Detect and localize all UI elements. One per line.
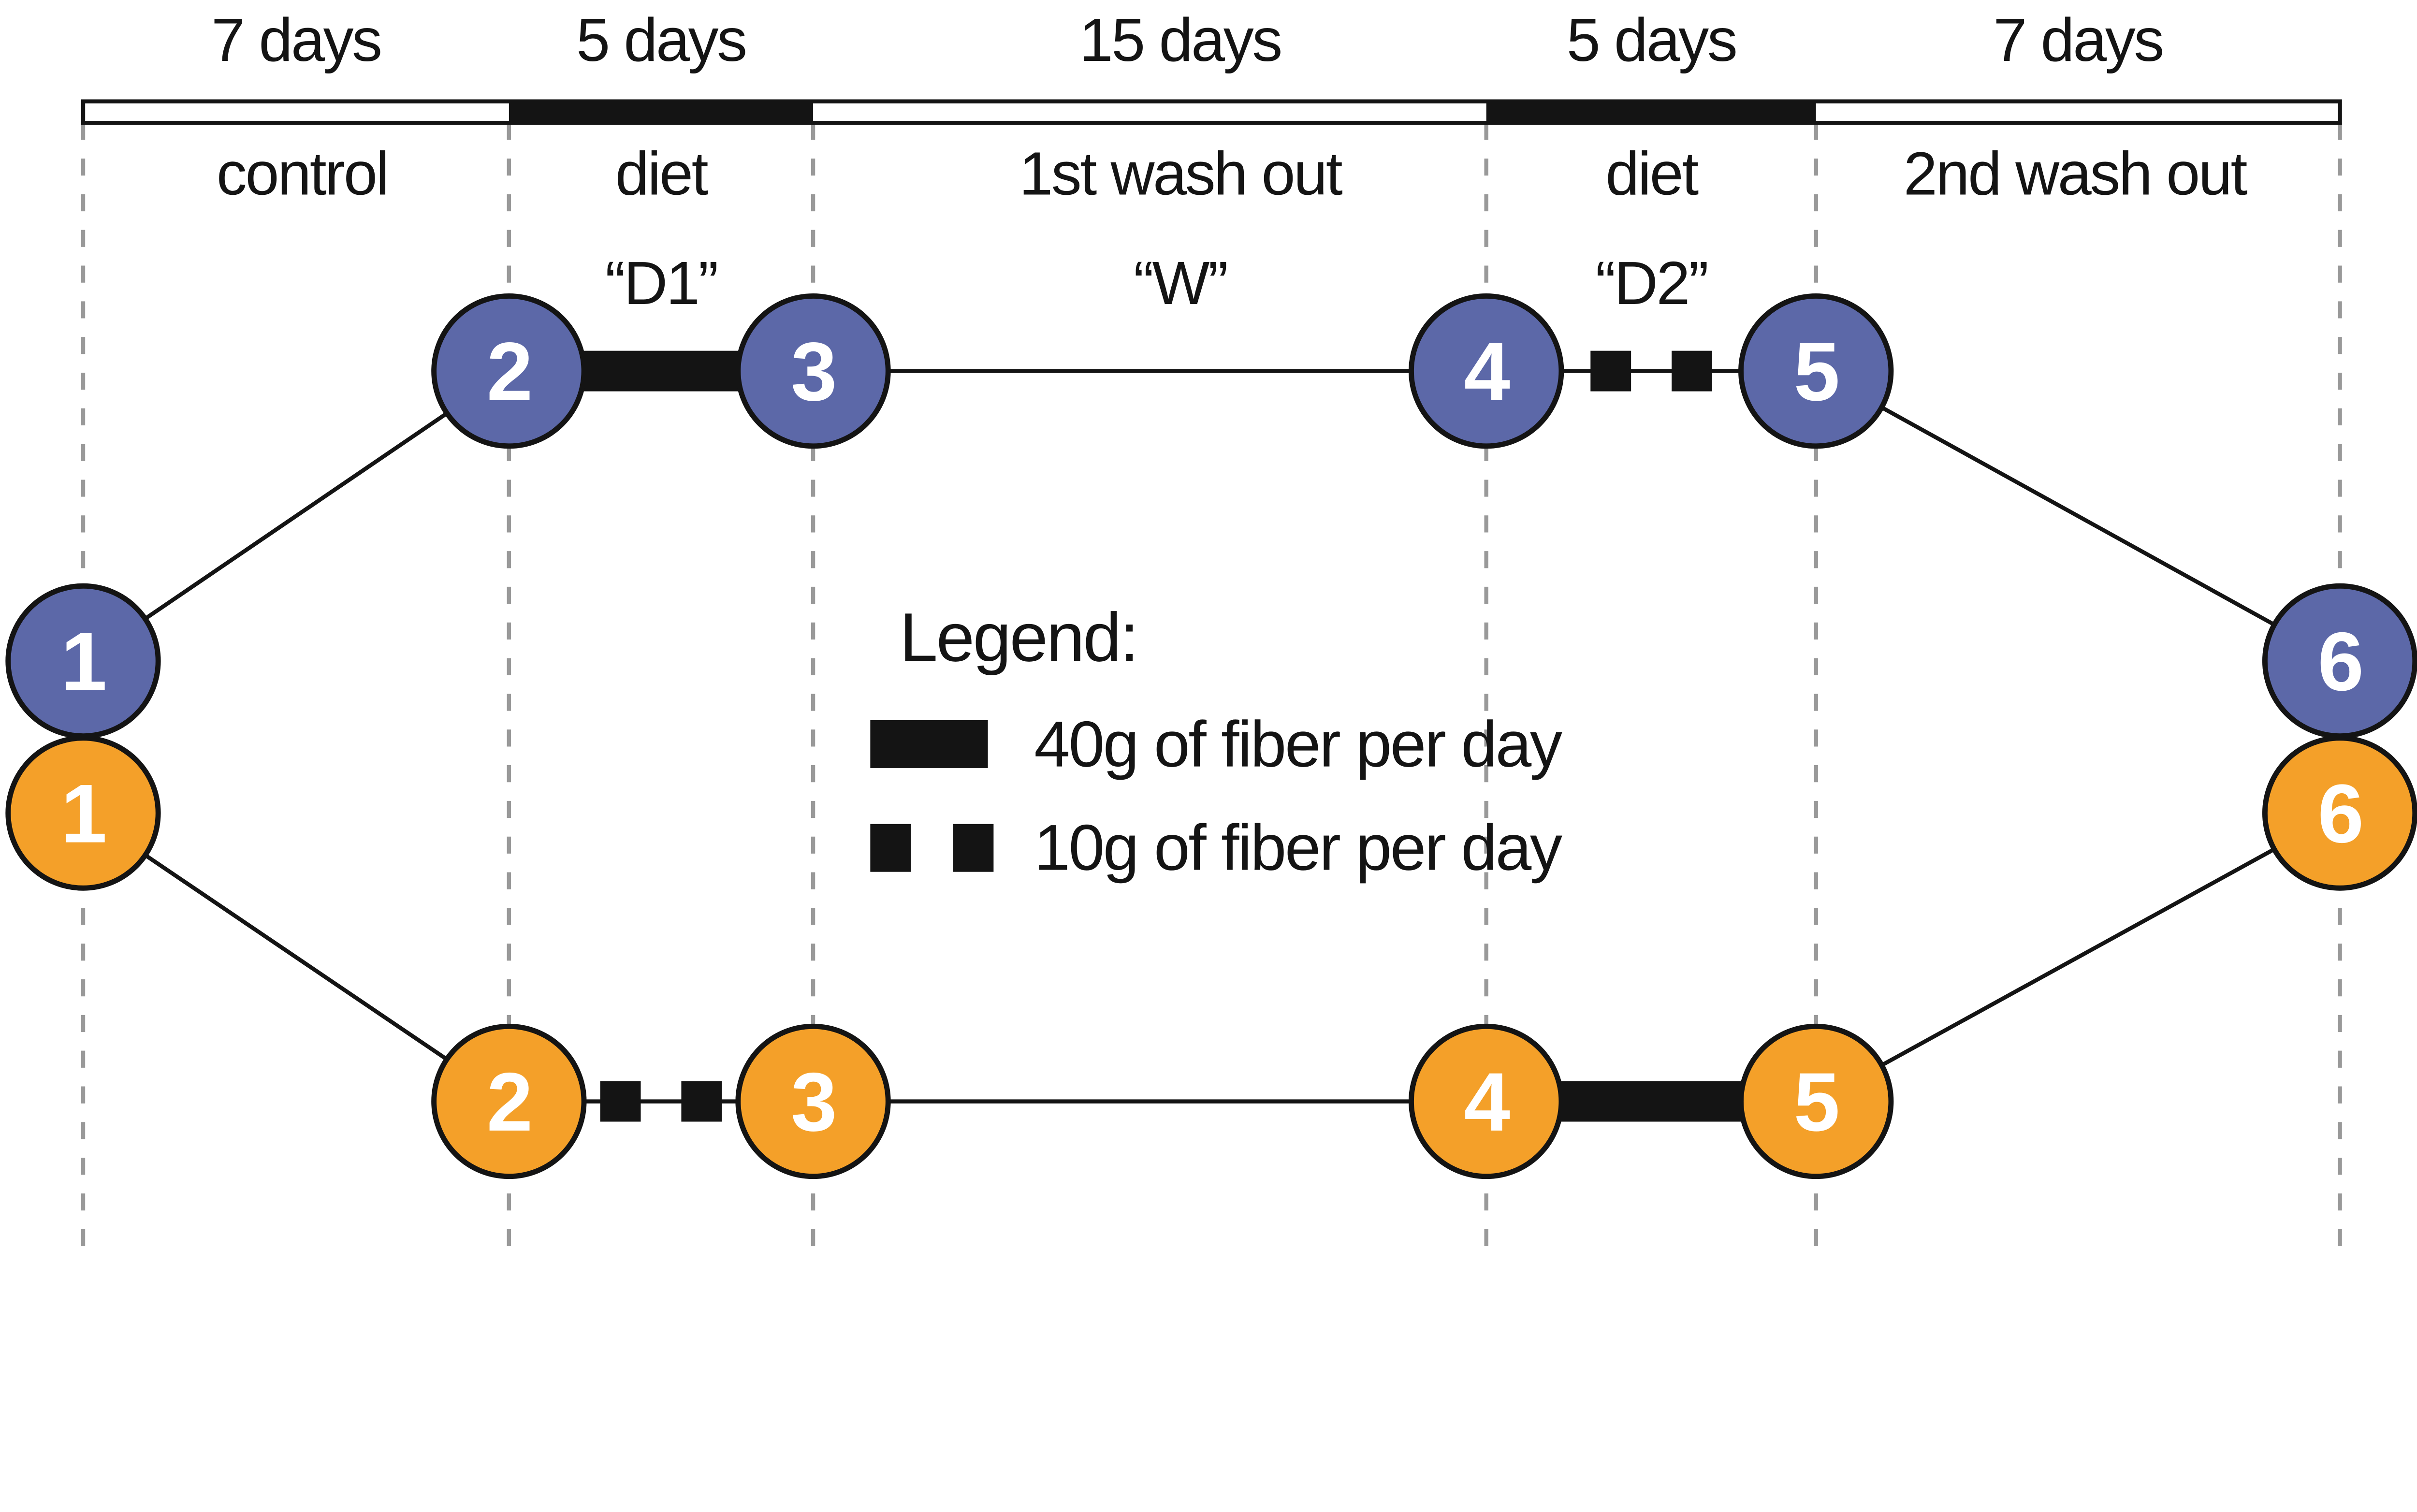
blue-fiber-10g-square-1 [1590, 350, 1631, 392]
phase-name-label-3: 1st wash out [1019, 140, 1343, 208]
blue-arm-node-6-label: 6 [2317, 615, 2362, 708]
diet-period-bar-segment-1 [509, 101, 814, 123]
orange-arm-node-4-label: 4 [1464, 1056, 1510, 1149]
diet-period-bar-segment-2 [1486, 101, 1816, 123]
phase-name-label-4: diet [1605, 140, 1699, 208]
phase-code-labels: “D1” “W” “D2” [605, 249, 1709, 317]
legend-40g-swatch [870, 720, 988, 768]
legend-10g-swatch-square-1 [870, 824, 911, 872]
blue-arm-node-4 [1409, 293, 1564, 449]
phase-duration-label-2: 5 days [576, 6, 746, 74]
timeline-bar-border [81, 99, 2342, 125]
orange-arm-node-6 [2262, 735, 2417, 891]
phase-duration-label-5: 7 days [1993, 6, 2163, 74]
phase-name-label-1: control [217, 140, 388, 208]
orange-arm-node-6-label: 6 [2317, 767, 2362, 860]
orange-arm-node-1 [5, 735, 161, 891]
blue-arm-node-3-label: 3 [791, 325, 835, 418]
legend-title: Legend: [900, 599, 1137, 676]
orange-edge-5-6 [1815, 811, 2341, 1104]
blue-edge-5-6 [1815, 369, 2341, 663]
blue-fiber-40g-bar [578, 350, 744, 392]
blue-arm-nodes: 1 2 3 4 5 6 [5, 293, 2417, 739]
canvas-background [0, 0, 2417, 1268]
timeline-bar [81, 99, 2342, 125]
legend-item-label-10g: 10g of fiber per day [1034, 811, 1562, 884]
legend-item-label-40g: 40g of fiber per day [1034, 708, 1562, 781]
orange-fiber-10g-square-2 [681, 1081, 722, 1122]
orange-arm-node-4 [1409, 1023, 1564, 1179]
legend-10g-swatch-square-2 [953, 824, 994, 872]
blue-arm-node-2 [431, 293, 587, 449]
blue-arm-node-2-label: 2 [487, 325, 531, 418]
phase-code-label-d2: “D2” [1595, 249, 1707, 317]
blue-edge-1-2 [82, 369, 510, 663]
orange-arm-node-3 [735, 1023, 891, 1179]
blue-arm-node-1-label: 1 [61, 615, 105, 708]
blue-arm-node-3 [735, 293, 891, 449]
blue-fiber-10g-square-2 [1672, 350, 1712, 392]
blue-arm-node-4-label: 4 [1464, 325, 1510, 418]
legend: Legend: 40g of fiber per day 10g of fibe… [870, 599, 1564, 884]
blue-arm-node-5-label: 5 [1794, 325, 1838, 418]
phase-duration-labels: 7 days 5 days 15 days 5 days 7 days [211, 6, 2164, 74]
orange-arm-node-2-label: 2 [487, 1056, 531, 1149]
blue-arm-node-5 [1738, 293, 1894, 449]
phase-duration-label-3: 15 days [1079, 6, 1281, 74]
phase-duration-label-4: 5 days [1567, 6, 1736, 74]
orange-arm-node-3-label: 3 [791, 1056, 835, 1149]
orange-arm-node-2 [431, 1023, 587, 1179]
phase-code-label-d1: “D1” [605, 249, 717, 317]
phase-duration-label-1: 7 days [211, 6, 381, 74]
orange-arm-node-1-label: 1 [61, 767, 105, 860]
timeline-bar-base [83, 101, 2340, 123]
orange-fiber-40g-bar [1555, 1081, 1747, 1122]
orange-arm-nodes: 1 2 3 4 5 6 [5, 735, 2417, 1179]
orange-fiber-10g-square-1 [600, 1081, 641, 1122]
study-design-diagram: 7 days 5 days 15 days 5 days 7 days cont… [0, 0, 2417, 1268]
phase-name-label-2: diet [615, 140, 709, 208]
orange-edge-1-2 [82, 811, 510, 1103]
phase-name-labels: control diet 1st wash out diet 2nd wash … [217, 140, 2249, 208]
phase-name-label-5: 2nd wash out [1904, 140, 2248, 208]
orange-arm-node-5 [1738, 1023, 1894, 1179]
orange-arm-node-5-label: 5 [1794, 1056, 1838, 1149]
phase-code-label-w: “W” [1134, 249, 1227, 317]
